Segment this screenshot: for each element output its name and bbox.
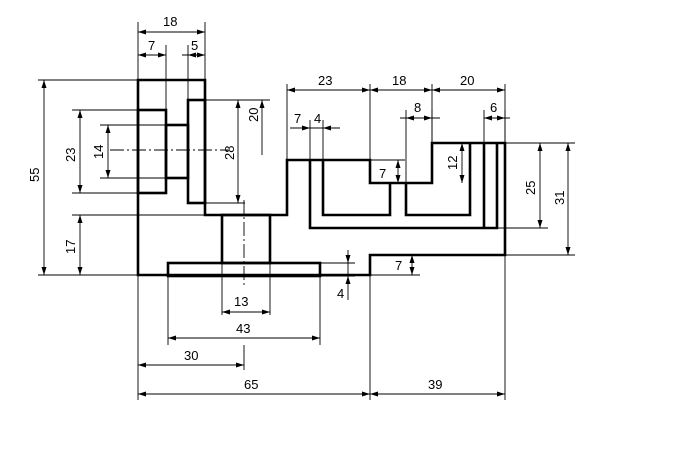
dim-bore-diameter: 14 — [91, 145, 106, 159]
channel-inner — [321, 160, 392, 217]
dim-right-overall-width: 39 — [428, 377, 442, 392]
dim-top-overall-width: 18 — [163, 14, 177, 29]
dim-step-height-7: 7 — [395, 258, 402, 273]
left-boss-outer — [136, 108, 168, 195]
dim-top-right-width: 20 — [460, 73, 474, 88]
dim-channel-left-slot: 4 — [314, 111, 321, 126]
channel-outer — [308, 143, 499, 230]
main-outline — [136, 78, 507, 277]
arrowheads — [41, 29, 571, 397]
dim-channel-left-step: 7 — [294, 111, 301, 126]
dim-top-right-step: 5 — [191, 38, 198, 53]
dim-overall-height: 55 — [27, 168, 42, 182]
dim-left-base-height: 17 — [63, 240, 78, 254]
dim-neck-width: 13 — [234, 294, 248, 309]
dim-left-overall-width: 65 — [244, 377, 258, 392]
dim-inner-height-20: 20 — [246, 108, 261, 122]
right-pocket — [404, 143, 472, 217]
dim-base-thickness: 4 — [337, 286, 344, 301]
dim-top-left-step: 7 — [148, 38, 155, 53]
dim-slot-height-7: 7 — [379, 166, 386, 181]
dim-inner-height-28: 28 — [222, 146, 237, 160]
center-lines — [110, 149, 245, 285]
part-outline — [136, 78, 507, 278]
left-boss-inner — [164, 123, 190, 180]
dim-right-height-25: 25 — [523, 181, 538, 195]
dim-small-top-slot: 8 — [414, 100, 421, 115]
dim-left-height-23: 23 — [63, 148, 78, 162]
dimension-labels: 18 7 5 23 18 20 7 4 8 6 55 23 14 17 20 2… — [27, 14, 567, 392]
dim-center-offset: 30 — [184, 348, 198, 363]
dim-top-channel-width: 23 — [318, 73, 332, 88]
dimension-lines — [38, 22, 575, 400]
neck — [220, 213, 272, 265]
left-flange — [186, 98, 207, 205]
dim-right-wall: 6 — [490, 100, 497, 115]
dim-base-width: 43 — [236, 321, 250, 336]
dim-top-middle-width: 18 — [392, 73, 406, 88]
dim-right-height-31: 31 — [552, 191, 567, 205]
dim-inner-height-12: 12 — [445, 156, 460, 170]
